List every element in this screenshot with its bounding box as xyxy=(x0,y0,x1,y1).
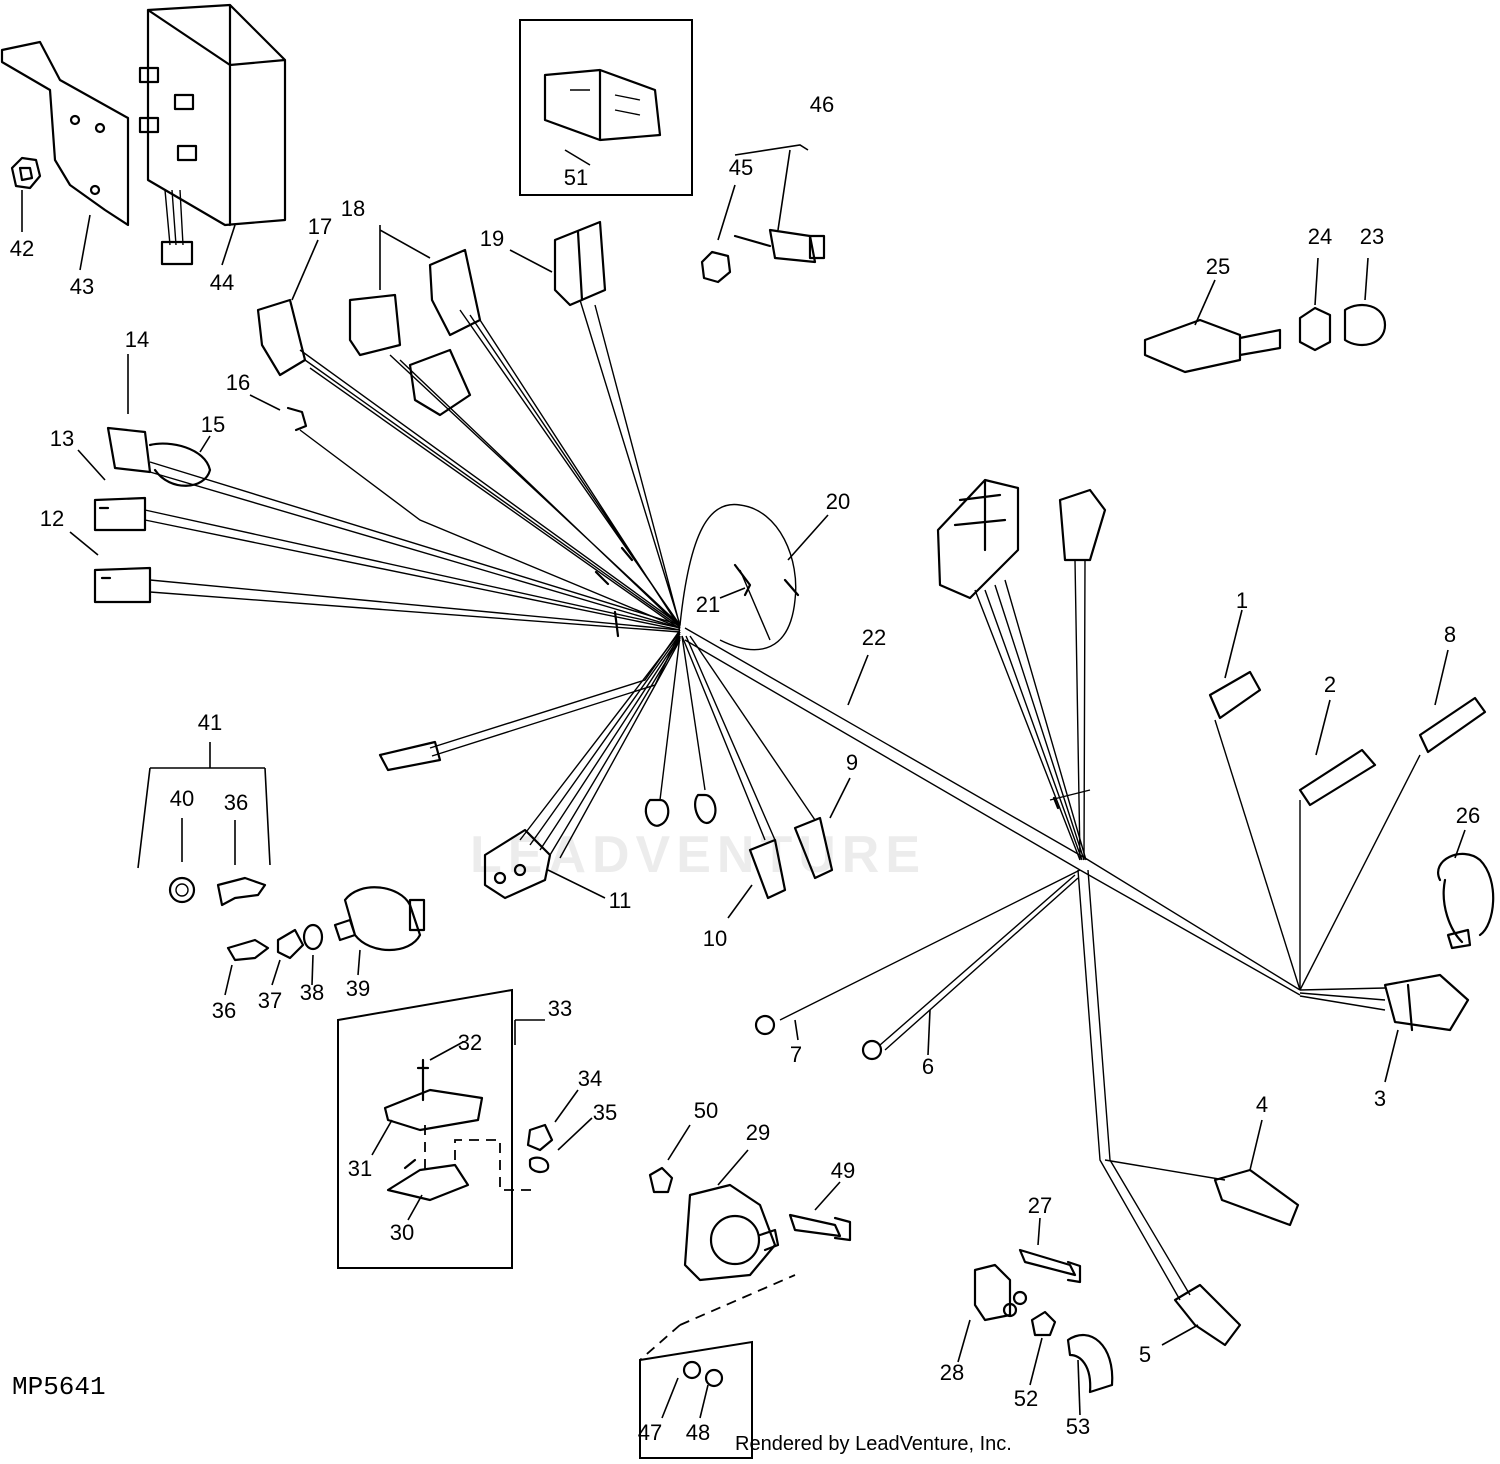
callout-1: 1 xyxy=(1236,588,1248,613)
callout-22: 22 xyxy=(862,625,886,650)
callout-16: 16 xyxy=(226,370,250,395)
callout-27: 27 xyxy=(1028,1193,1052,1218)
callout-8: 8 xyxy=(1444,622,1456,647)
callout-4: 4 xyxy=(1256,1092,1268,1117)
callout-labels: 1 2 3 4 5 6 7 8 9 10 11 12 13 14 15 16 1… xyxy=(10,92,1480,1445)
callout-52: 52 xyxy=(1014,1386,1038,1411)
callout-35: 35 xyxy=(593,1100,617,1125)
callout-5: 5 xyxy=(1139,1342,1151,1367)
callout-26: 26 xyxy=(1456,803,1480,828)
callout-48: 48 xyxy=(686,1420,710,1445)
callout-45: 45 xyxy=(729,155,753,180)
leader-lines xyxy=(21,144,1466,1419)
callout-23: 23 xyxy=(1360,224,1384,249)
callout-49: 49 xyxy=(831,1158,855,1183)
callout-36-top: 36 xyxy=(224,790,248,815)
callout-20: 20 xyxy=(826,489,850,514)
callout-43: 43 xyxy=(70,274,94,299)
callout-17: 17 xyxy=(308,214,332,239)
callout-6: 6 xyxy=(922,1054,934,1079)
callout-14: 14 xyxy=(125,327,149,352)
callout-19: 19 xyxy=(480,226,504,251)
callout-51: 51 xyxy=(564,165,588,190)
callout-10: 10 xyxy=(703,926,727,951)
callout-18: 18 xyxy=(341,196,365,221)
callout-29: 29 xyxy=(746,1120,770,1145)
callout-50: 50 xyxy=(694,1098,718,1123)
callout-24: 24 xyxy=(1308,224,1332,249)
callout-12: 12 xyxy=(40,506,64,531)
callout-39: 39 xyxy=(346,976,370,1001)
callout-21: 21 xyxy=(696,592,720,617)
callout-37: 37 xyxy=(258,988,282,1013)
callout-15: 15 xyxy=(201,412,225,437)
callout-33: 33 xyxy=(548,996,572,1021)
callout-31: 31 xyxy=(348,1156,372,1181)
callout-46: 46 xyxy=(810,92,834,117)
callout-44: 44 xyxy=(210,270,234,295)
callout-32: 32 xyxy=(458,1030,482,1055)
callout-47: 47 xyxy=(638,1420,662,1445)
callout-41: 41 xyxy=(198,710,222,735)
callout-42: 42 xyxy=(10,236,34,261)
callout-34: 34 xyxy=(578,1066,602,1091)
callout-25: 25 xyxy=(1206,254,1230,279)
callout-3: 3 xyxy=(1374,1086,1386,1111)
callout-28: 28 xyxy=(940,1360,964,1385)
callout-36-bottom: 36 xyxy=(212,998,236,1023)
callout-30: 30 xyxy=(390,1220,414,1245)
diagram-reference-code: MP5641 xyxy=(12,1372,106,1402)
callout-53: 53 xyxy=(1066,1414,1090,1439)
render-credit: Rendered by LeadVenture, Inc. xyxy=(735,1433,1012,1455)
watermark: LEADVENTURE xyxy=(470,826,927,884)
harness-wires xyxy=(144,299,1421,1301)
component-drawings xyxy=(0,3,1495,1459)
callout-11: 11 xyxy=(609,888,632,913)
callout-9: 9 xyxy=(846,750,858,775)
callout-13: 13 xyxy=(50,426,74,451)
callout-38: 38 xyxy=(300,980,324,1005)
callout-40: 40 xyxy=(170,786,194,811)
callout-2: 2 xyxy=(1324,672,1336,697)
callout-7: 7 xyxy=(790,1042,802,1067)
